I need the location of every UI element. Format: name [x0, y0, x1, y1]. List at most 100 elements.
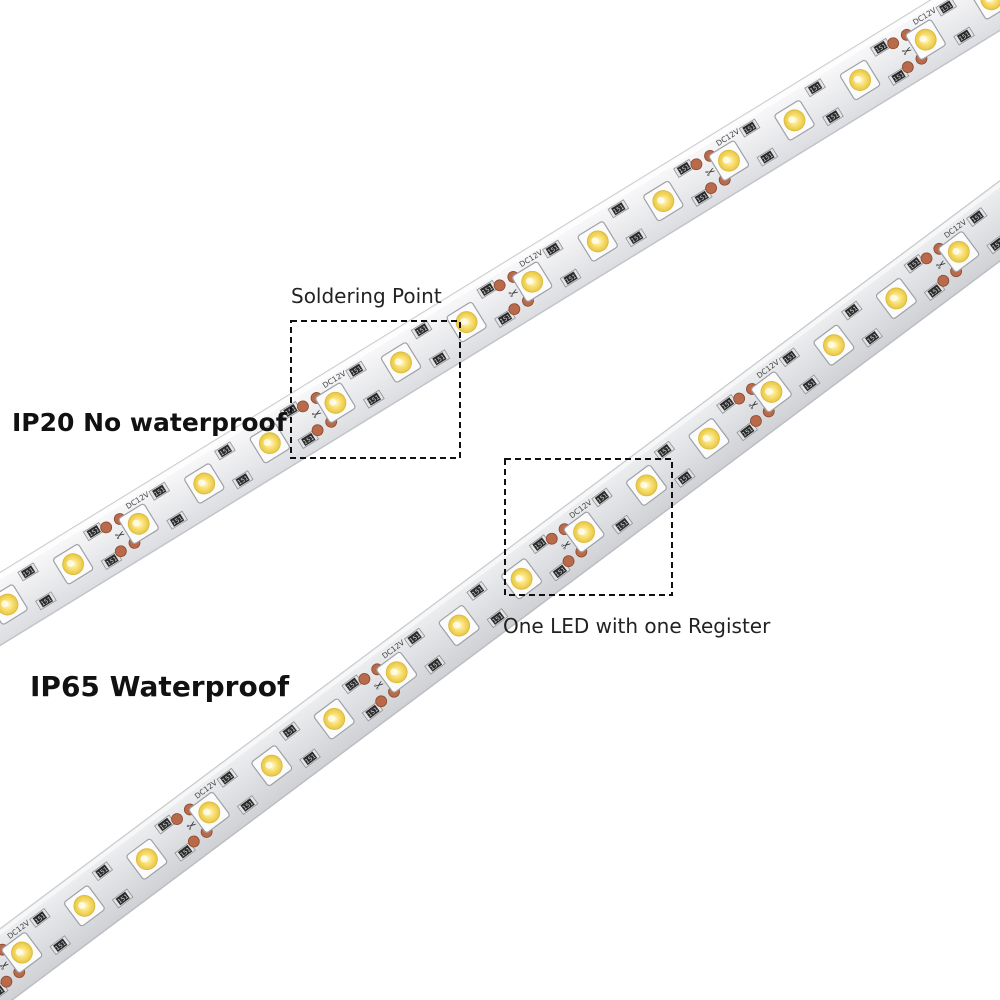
- smd-led: [563, 511, 605, 553]
- solder-pad: [114, 545, 127, 558]
- solder-pad: [562, 555, 575, 568]
- smd-resistor: 151: [363, 389, 385, 409]
- solder-pad: [297, 400, 309, 413]
- smd-resistor: 151: [231, 470, 254, 490]
- smd-resistor: 151: [428, 349, 451, 369]
- solder-pad: [690, 158, 703, 171]
- smd-resistor: 151: [756, 147, 779, 167]
- smd-led: [839, 59, 881, 101]
- solder-pad: [750, 415, 762, 427]
- smd-resistor: 151: [861, 327, 883, 348]
- solder-pad: [901, 61, 914, 73]
- solder-pad: [937, 274, 950, 287]
- smd-resistor: 151: [822, 107, 844, 127]
- smd-led: [751, 371, 792, 413]
- smd-resistor: 151: [214, 441, 236, 461]
- smd-led: [126, 838, 168, 880]
- smd-led: [501, 558, 542, 600]
- smd-led: [938, 231, 980, 273]
- smd-resistor: 151: [278, 721, 301, 742]
- solder-pad: [311, 424, 324, 437]
- resistor-code: 151: [991, 239, 1000, 252]
- smd-resistor: 151: [166, 510, 188, 530]
- smd-resistor: 151: [778, 347, 801, 368]
- smd-led: [118, 503, 159, 544]
- smd-led: [512, 261, 553, 302]
- smd-resistor: 151: [361, 701, 384, 722]
- smd-led: [380, 342, 422, 383]
- smd-led: [249, 423, 290, 464]
- solder-pad: [705, 182, 717, 195]
- smd-resistor: 151: [17, 562, 39, 582]
- smd-resistor: 151: [403, 627, 426, 648]
- smd-resistor: 151: [345, 360, 367, 380]
- smd-resistor: 151: [297, 429, 320, 449]
- solder-pad: [493, 279, 506, 292]
- ip65-led-strip: 151151✂DC12V151151151151151151✂DC12V1511…: [0, 123, 1000, 1000]
- smd-resistor: 151: [82, 522, 105, 542]
- smd-resistor: 151: [625, 228, 648, 248]
- smd-led: [251, 745, 293, 787]
- smd-resistor: 151: [869, 37, 892, 57]
- smd-resistor: 151: [716, 394, 738, 414]
- smd-led: [376, 651, 418, 693]
- smd-led: [708, 140, 750, 181]
- soldering-point-callout-box: [290, 320, 461, 459]
- smd-led: [313, 698, 355, 740]
- smd-led: [643, 180, 684, 222]
- smd-led: [813, 324, 855, 366]
- smd-led: [875, 278, 917, 319]
- smd-resistor: 151: [100, 550, 123, 571]
- smd-resistor: 151: [841, 300, 863, 321]
- smd-led: [626, 464, 667, 506]
- smd-resistor: 151: [690, 187, 713, 207]
- solder-pad: [920, 252, 933, 265]
- solder-pad: [545, 532, 558, 545]
- smd-resistor: 151: [494, 308, 516, 328]
- smd-led: [0, 584, 28, 625]
- ip65-label: IP65 Waterproof: [30, 670, 290, 703]
- smd-led: [438, 605, 480, 646]
- smd-led: [52, 544, 94, 585]
- smd-resistor: 151: [559, 268, 582, 288]
- smd-led: [64, 885, 105, 927]
- smd-resistor: 151: [410, 320, 433, 340]
- ip20-led-strip: 151151151151151151✂DC12V1511511511511511…: [0, 0, 1000, 682]
- smd-resistor: 151: [35, 591, 57, 611]
- smd-led: [688, 418, 730, 460]
- smd-led: [1, 932, 43, 973]
- solder-pad: [187, 835, 200, 848]
- solder-pad: [358, 673, 371, 685]
- smd-resistor: 151: [607, 199, 630, 219]
- smd-resistor: 151: [738, 118, 761, 138]
- solder-pad: [375, 695, 388, 708]
- solder-pad: [733, 392, 746, 405]
- smd-resistor: 151: [673, 158, 695, 178]
- solder-pad: [0, 975, 13, 988]
- smd-led: [577, 221, 618, 262]
- smd-resistor: 151: [736, 421, 759, 442]
- resistor-code: 151: [0, 986, 5, 999]
- smd-resistor: 151: [674, 467, 696, 488]
- smd-led: [774, 100, 815, 141]
- smd-resistor: 151: [91, 861, 114, 882]
- ip20-label: IP20 No waterproof: [12, 408, 287, 437]
- smd-resistor: 151: [986, 234, 1000, 255]
- smd-led: [315, 382, 356, 423]
- smd-resistor: 151: [216, 767, 239, 788]
- solder-pad: [508, 303, 521, 316]
- smd-resistor: 151: [953, 26, 975, 46]
- smd-led: [184, 463, 225, 504]
- smd-led: [905, 19, 946, 60]
- one-led-label: One LED with one Register: [503, 614, 771, 638]
- solder-pad: [171, 813, 183, 825]
- smd-resistor: 151: [541, 239, 564, 259]
- solder-pad: [887, 37, 900, 50]
- smd-led: [188, 792, 230, 833]
- smd-led: [971, 0, 1000, 20]
- smd-resistor: 151: [935, 0, 958, 17]
- smd-resistor: 151: [887, 66, 910, 86]
- one-led-callout-box: [504, 458, 673, 596]
